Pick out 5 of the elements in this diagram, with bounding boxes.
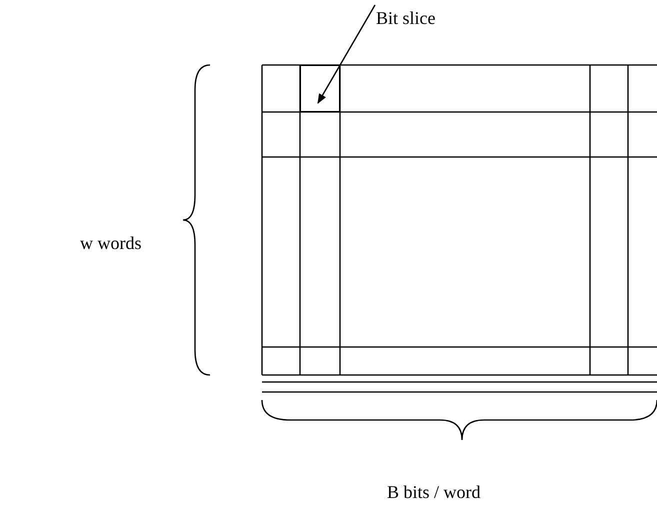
- axis-label: B bits / word: [387, 482, 481, 503]
- callout-label: Bit slice: [376, 8, 436, 29]
- axis-label: w words: [80, 233, 142, 254]
- leader-line: [317, 4, 376, 104]
- bit-slice-cell: [300, 65, 340, 112]
